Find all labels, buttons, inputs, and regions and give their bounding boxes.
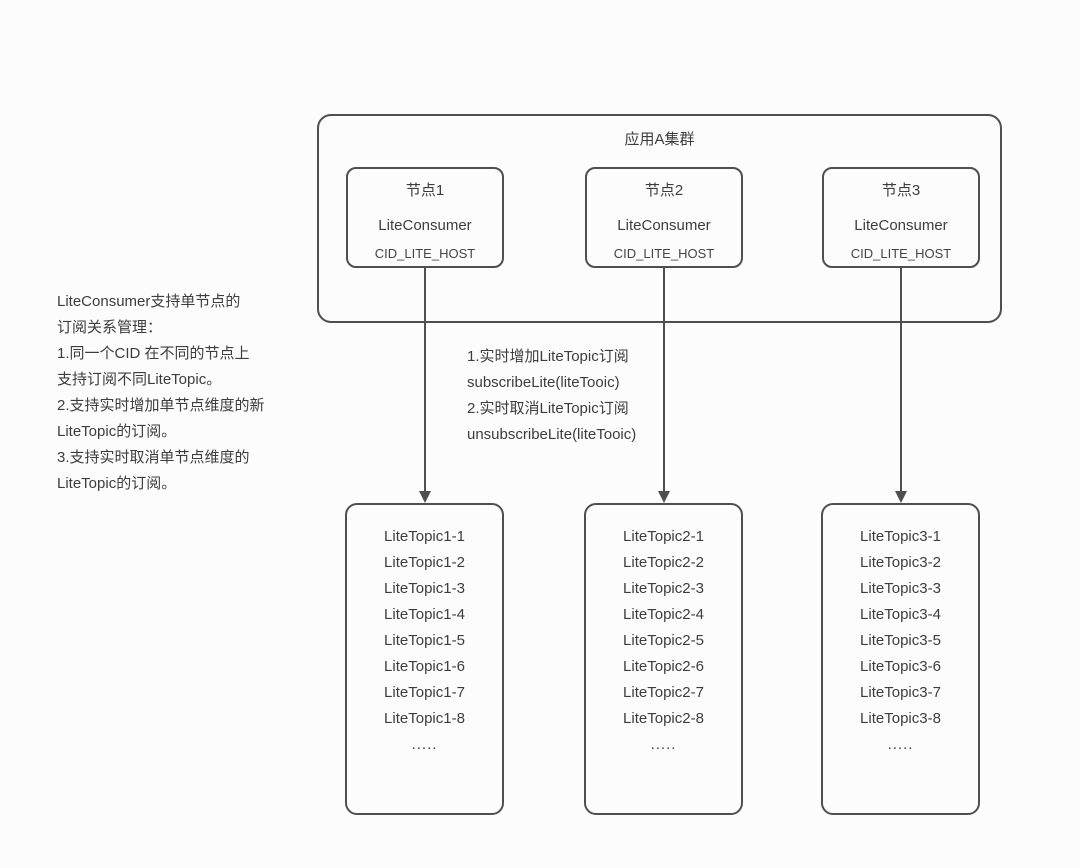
topic-item: LiteTopic1-7 [384, 684, 465, 701]
topic-item: LiteTopic2-5 [623, 632, 704, 649]
node-component: LiteConsumer [854, 217, 948, 234]
topic-box-node1: LiteTopic1-1 LiteTopic1-2 LiteTopic1-3 L… [345, 503, 504, 815]
topic-ellipsis: ..... [411, 736, 438, 753]
node-component: LiteConsumer [617, 217, 711, 234]
topic-item: LiteTopic1-4 [384, 606, 465, 623]
topic-item: LiteTopic3-8 [860, 710, 941, 727]
node-title: 节点2 [644, 182, 684, 199]
topic-item: LiteTopic3-4 [860, 606, 941, 623]
arrow-note-line: 1.实时增加LiteTopic订阅 [467, 348, 629, 365]
node-box-1: 节点1 LiteConsumer CID_LITE_HOST [346, 167, 504, 268]
topic-box-node3: LiteTopic3-1 LiteTopic3-2 LiteTopic3-3 L… [821, 503, 980, 815]
arrow-down-icon [419, 491, 431, 503]
topic-item: LiteTopic2-6 [623, 658, 704, 675]
side-note: LiteConsumer支持单节点的 订阅关系管理： 1.同一个CID 在不同的… [57, 289, 307, 497]
topic-item: LiteTopic3-1 [860, 528, 941, 545]
side-note-line: LiteTopic的订阅。 [57, 475, 177, 492]
topic-item: LiteTopic2-7 [623, 684, 704, 701]
topic-item: LiteTopic3-5 [860, 632, 941, 649]
topic-item: LiteTopic2-1 [623, 528, 704, 545]
topic-item: LiteTopic1-1 [384, 528, 465, 545]
side-note-line: 2.支持实时增加单节点维度的新 [57, 397, 265, 414]
node-cid: CID_LITE_HOST [850, 246, 952, 261]
node-box-2: 节点2 LiteConsumer CID_LITE_HOST [585, 167, 743, 268]
arrow-line-node3 [900, 268, 902, 494]
topic-item: LiteTopic2-3 [623, 580, 704, 597]
arrow-note: 1.实时增加LiteTopic订阅 subscribeLite(liteTooi… [467, 344, 657, 448]
node-title: 节点3 [881, 182, 921, 199]
side-note-line: 1.同一个CID 在不同的节点上 [57, 345, 250, 362]
arrow-down-icon [895, 491, 907, 503]
arrow-line-node1 [424, 268, 426, 494]
node-cid: CID_LITE_HOST [374, 246, 476, 261]
side-note-line: LiteTopic的订阅。 [57, 423, 177, 440]
topic-ellipsis: ..... [887, 736, 914, 753]
arrow-down-icon [658, 491, 670, 503]
arrow-line-node2 [663, 268, 665, 494]
side-note-line: 支持订阅不同LiteTopic。 [57, 371, 222, 388]
topic-item: LiteTopic2-2 [623, 554, 704, 571]
node-box-3: 节点3 LiteConsumer CID_LITE_HOST [822, 167, 980, 268]
topic-item: LiteTopic3-2 [860, 554, 941, 571]
topic-item: LiteTopic1-6 [384, 658, 465, 675]
topic-item: LiteTopic1-3 [384, 580, 465, 597]
topic-item: LiteTopic3-7 [860, 684, 941, 701]
topic-item: LiteTopic2-8 [623, 710, 704, 727]
side-note-line: 订阅关系管理： [57, 319, 163, 336]
topic-item: LiteTopic1-8 [384, 710, 465, 727]
topic-item: LiteTopic2-4 [623, 606, 704, 623]
topic-box-node2: LiteTopic2-1 LiteTopic2-2 LiteTopic2-3 L… [584, 503, 743, 815]
topic-item: LiteTopic3-6 [860, 658, 941, 675]
topic-item: LiteTopic3-3 [860, 580, 941, 597]
arrow-note-line: unsubscribeLite(liteTooic) [467, 426, 637, 443]
topic-item: LiteTopic1-5 [384, 632, 465, 649]
arrow-note-line: subscribeLite(liteTooic) [467, 374, 620, 391]
side-note-line: 3.支持实时取消单节点维度的 [57, 449, 250, 466]
node-title: 节点1 [405, 182, 445, 199]
side-note-line: LiteConsumer支持单节点的 [57, 293, 241, 310]
node-component: LiteConsumer [378, 217, 472, 234]
topic-item: LiteTopic1-2 [384, 554, 465, 571]
cluster-title: 应用A集群 [624, 131, 695, 148]
node-cid: CID_LITE_HOST [613, 246, 715, 261]
topic-ellipsis: ..... [650, 736, 677, 753]
arrow-note-line: 2.实时取消LiteTopic订阅 [467, 400, 629, 417]
